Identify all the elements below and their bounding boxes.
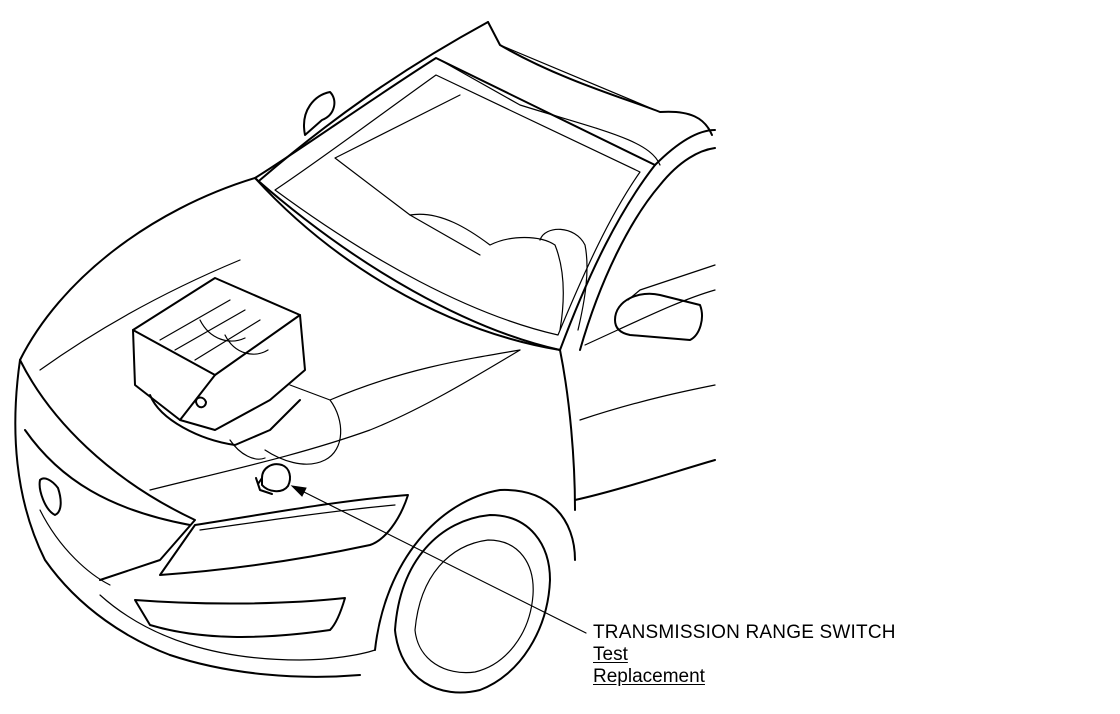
transmission-range-switch-part — [255, 463, 291, 495]
a-pillar — [654, 129, 716, 166]
sunroof-line — [499, 44, 661, 113]
hood-outline — [19, 177, 576, 511]
door-body-line — [579, 384, 716, 421]
test-link[interactable]: Test — [593, 644, 628, 665]
front-face — [14, 359, 171, 656]
hood-crease-left — [39, 259, 241, 371]
hood-crease-right — [329, 349, 521, 401]
left-mirror — [303, 91, 336, 136]
roof-rear — [487, 21, 713, 136]
door-window-line — [584, 289, 716, 346]
hood-leading-edge — [19, 359, 196, 581]
headlight — [159, 494, 409, 576]
right-mirror-base — [627, 264, 716, 301]
windshield-inner — [274, 74, 641, 336]
engine — [132, 277, 342, 465]
callout-label: TRANSMISSION RANGE SWITCH Test Replaceme… — [593, 622, 896, 688]
fog-light — [134, 597, 346, 638]
rearview-mirror — [334, 94, 481, 256]
grille-outline — [24, 429, 191, 526]
replacement-link[interactable]: Replacement — [593, 666, 705, 687]
seat — [539, 228, 588, 331]
leader-line — [295, 487, 587, 634]
roof-line — [439, 59, 661, 166]
dashboard — [409, 213, 564, 331]
headlight-inner — [199, 504, 396, 531]
callout-title: TRANSMISSION RANGE SWITCH — [593, 622, 896, 643]
wheel-arch — [374, 488, 576, 651]
tire-inner — [414, 539, 534, 674]
door-front-edge — [579, 147, 716, 351]
lower-bumper — [169, 654, 361, 678]
right-mirror — [614, 292, 703, 341]
bumper-line — [99, 594, 376, 661]
leader-arrowhead — [290, 485, 307, 497]
grille-lower — [39, 509, 111, 586]
windshield-outer — [254, 57, 656, 351]
tire-outer — [394, 514, 551, 694]
emblem — [38, 477, 62, 516]
door-lower — [574, 459, 716, 501]
roof-outline — [259, 21, 489, 181]
hood-front-crease — [149, 349, 521, 491]
